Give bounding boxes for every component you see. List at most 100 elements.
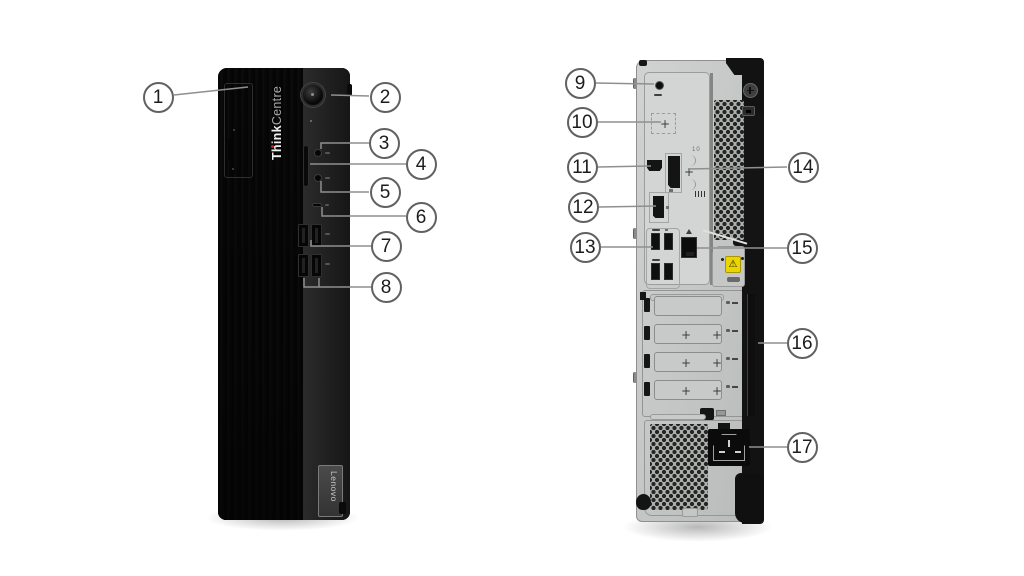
front-view: ThinkCentre Lenovo (218, 68, 352, 520)
screw-dot (741, 257, 744, 260)
power-inlet-socket (713, 434, 745, 461)
callout-1: 1 (142, 81, 174, 113)
displayport-surround (665, 153, 682, 193)
screw-dot (726, 329, 730, 332)
callout-15: 15 (786, 232, 818, 264)
lock-hole (746, 110, 751, 113)
panel-rail (710, 73, 713, 285)
screw-cross (749, 87, 751, 94)
power-button (301, 83, 325, 107)
front-usb-port (298, 254, 309, 277)
expansion-slot-cover: + + (654, 324, 722, 344)
rear-usb-port (651, 233, 660, 250)
rear-usb-port (651, 263, 660, 280)
audio-line-out-jack (655, 81, 664, 90)
callout-6: 6 (405, 201, 437, 233)
slot-plus-mark: + (681, 328, 692, 342)
io-shield-plate: + 10 + (644, 72, 710, 289)
power-inlet (708, 429, 750, 466)
callout-16: 16 (786, 327, 818, 359)
callout-9: 9 (564, 67, 596, 99)
usb-tongue (315, 258, 318, 273)
callout-17: 17 (786, 431, 818, 463)
punchout-plus-mark: + (660, 117, 671, 131)
label-slot (727, 277, 740, 282)
usb-symbol-icon (665, 229, 668, 231)
usb-tongue (302, 258, 305, 273)
usb-group-outline (646, 228, 680, 289)
slot-bracket (644, 298, 650, 312)
handle-strip (650, 414, 706, 420)
slot-bracket (644, 382, 650, 396)
headphone-icon (325, 152, 330, 154)
status-led (310, 120, 312, 122)
etched-barcode (695, 191, 705, 197)
rear-foot-block (735, 473, 764, 523)
inlet-pin (719, 451, 725, 453)
side-latch-nub (347, 84, 352, 96)
thumbscrew (743, 83, 758, 98)
optional-port-punchout (651, 113, 676, 134)
slot-plus-mark: + (712, 328, 723, 342)
screw-dot (726, 385, 730, 388)
brand-red-dot (271, 145, 274, 148)
screw-dot (726, 301, 730, 304)
microphone-icon (325, 177, 330, 179)
rear-usb-port (664, 233, 673, 250)
edge-clip (633, 372, 637, 383)
rear-view: + 10 + + + + + + + (633, 58, 766, 528)
callout-11: 11 (566, 151, 598, 183)
edge-clip (633, 228, 637, 239)
screw-dot (726, 357, 730, 360)
psu-vent-grid (650, 424, 708, 510)
usb-symbol-icon (652, 259, 660, 261)
callout-2: 2 (369, 81, 401, 113)
slot-plus-mark: + (681, 356, 692, 370)
usb-symbol-icon (325, 263, 330, 265)
headphone-jack (314, 149, 322, 157)
screw-dash (732, 358, 738, 360)
slot-bracket (644, 354, 650, 368)
side-foot-nub (339, 502, 346, 514)
rear-vent-grid (714, 100, 744, 240)
expansion-slot-cover: + + (654, 380, 722, 400)
serial-port-marking: 10 (692, 147, 701, 153)
card-reader-slot (303, 145, 309, 187)
front-usb-port (311, 254, 322, 277)
pinhole (232, 168, 234, 170)
callout-3: 3 (368, 127, 400, 159)
microphone-jack (314, 174, 322, 182)
displayport-2 (653, 196, 664, 218)
front-chassis: ThinkCentre Lenovo (218, 68, 350, 520)
expansion-slot-cover: + + (654, 352, 722, 372)
callout-5: 5 (369, 176, 401, 208)
usb-c-port (312, 203, 322, 207)
top-cap (726, 58, 764, 75)
rear-usb-port (664, 263, 673, 280)
inlet-pin (728, 440, 730, 447)
latch-mark (640, 292, 646, 300)
optical-drive-bay (224, 83, 253, 178)
warning-icon: ⚠ (728, 259, 738, 270)
expansion-slot-cover (654, 296, 722, 316)
kensington-lock-slot (742, 106, 755, 116)
ethernet-notch (686, 252, 694, 256)
callout-4: 4 (405, 148, 437, 180)
power-led-icon (311, 93, 314, 96)
usb-c-icon (325, 204, 329, 206)
slot-plus-mark: + (712, 356, 723, 370)
usb-symbol-icon (325, 233, 330, 235)
lenovo-badge: Lenovo (318, 465, 343, 517)
inlet-pin (735, 451, 741, 453)
usb-tongue (302, 228, 305, 243)
ethernet-port (681, 237, 697, 258)
network-icon (686, 229, 692, 234)
callout-8: 8 (370, 271, 402, 303)
displayport-1 (668, 156, 680, 188)
usb-symbol-icon (652, 229, 660, 231)
serial-plus-mark: + (684, 165, 695, 179)
audio-icon (654, 94, 662, 96)
screw-dot (721, 258, 724, 261)
